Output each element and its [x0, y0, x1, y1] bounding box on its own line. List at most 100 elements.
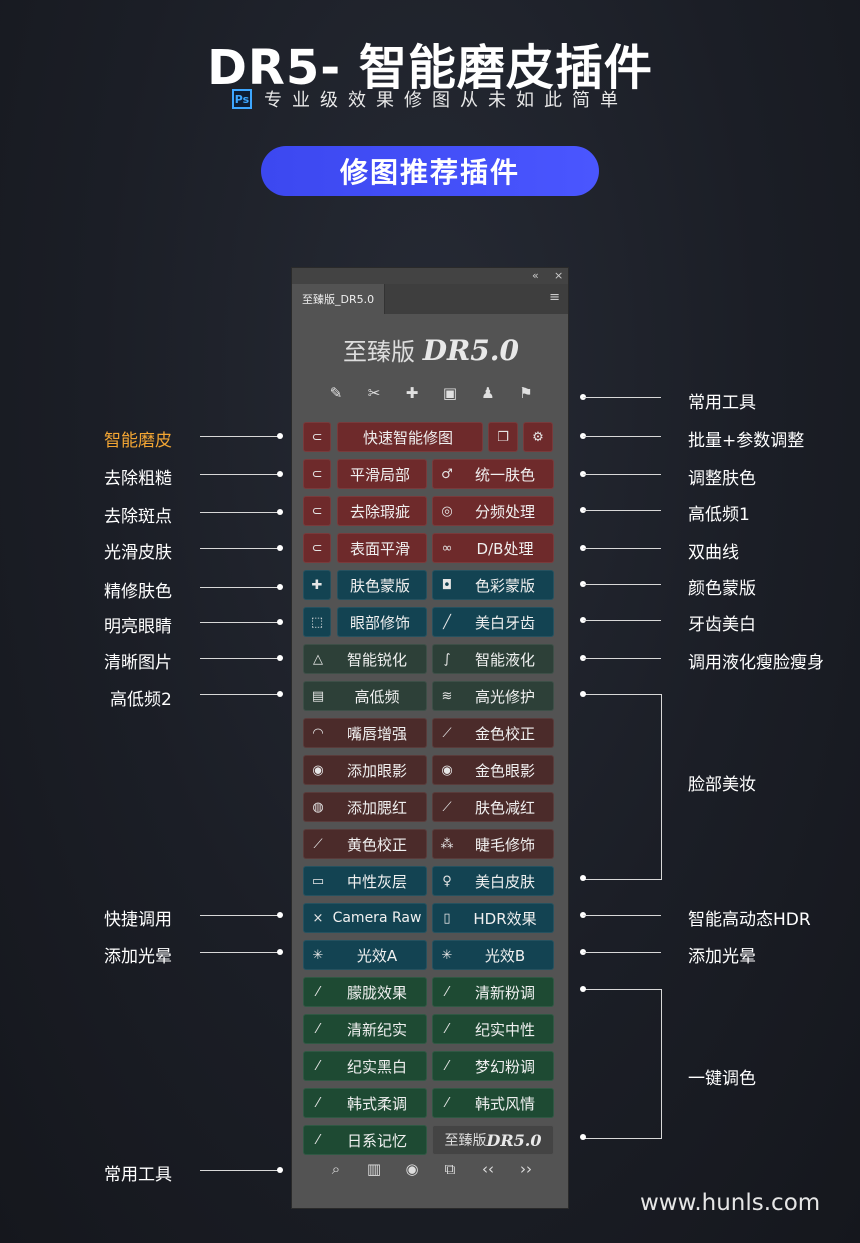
gold-correct-button[interactable]: ⟋金色校正: [432, 718, 554, 748]
remove-spots-button[interactable]: 去除瑕疵: [337, 496, 427, 526]
stamp-tool-icon[interactable]: ♟: [481, 384, 495, 402]
close-icon: ×: [312, 910, 324, 926]
grid-icon[interactable]: ▥: [366, 1160, 382, 1178]
pen-icon: ╱: [443, 614, 451, 630]
lasso-button-2[interactable]: ⊂: [303, 459, 331, 489]
face-makeup-bracket: [583, 694, 662, 880]
db-process-button[interactable]: ∞D/B处理: [432, 533, 554, 563]
doc-bw-button[interactable]: ⁄纪实黑白: [303, 1051, 427, 1081]
eyedropper-plus-button[interactable]: ✚: [303, 570, 331, 600]
unify-skin-button[interactable]: ♂统一肤色: [432, 459, 554, 489]
glow-a-button[interactable]: ✳光效A: [303, 940, 427, 970]
heal-tool-icon[interactable]: ✂: [367, 384, 381, 402]
lasso-button[interactable]: ⊂: [303, 422, 331, 452]
copy-icon[interactable]: ⧉: [444, 1160, 456, 1178]
connector-dot: [580, 986, 586, 992]
right-label-smart-hdr: 智能高动态HDR: [688, 910, 811, 930]
left-label-smart-skin: 智能磨皮: [104, 431, 172, 451]
lash-fix-button[interactable]: ⁂睫毛修饰: [432, 829, 554, 859]
hazy-button[interactable]: ⁄朦胧效果: [303, 977, 427, 1007]
lip-enhance-button[interactable]: ◠嘴唇增强: [303, 718, 427, 748]
about-logo-button[interactable]: 至臻版 DR5.0: [432, 1125, 554, 1155]
hdr-button[interactable]: ▯HDR效果: [432, 903, 554, 933]
skin-reduce-red-button[interactable]: ⟋肤色减红: [432, 792, 554, 822]
lasso-button-4[interactable]: ⊂: [303, 533, 331, 563]
fresh-pink-button[interactable]: ⁄清新粉调: [432, 977, 554, 1007]
wand-icon: ⁄: [445, 984, 449, 1000]
sharpen-button[interactable]: △智能锐化: [303, 644, 427, 674]
japanese-memory-button[interactable]: ⁄日系记忆: [303, 1125, 427, 1155]
settings-button[interactable]: ⚙: [523, 422, 553, 452]
skin-mask-button[interactable]: 肤色蒙版: [337, 570, 427, 600]
smooth-local-button[interactable]: 平滑局部: [337, 459, 427, 489]
wand-icon: ⁄: [316, 1095, 320, 1111]
wave-icon: ∫: [443, 651, 451, 667]
tone-bracket: [583, 989, 662, 1139]
logo-cn: 至臻版: [343, 338, 416, 366]
high-freq-button[interactable]: ▤高低频: [303, 681, 427, 711]
dream-pink-button[interactable]: ⁄梦幻粉调: [432, 1051, 554, 1081]
right-label-teeth-white: 牙齿美白: [688, 615, 756, 635]
prev-icon[interactable]: ‹‹: [482, 1160, 494, 1178]
lasso-button-3[interactable]: ⊂: [303, 496, 331, 526]
common-tools-row: ✎ ✂ ✚ ▣ ♟ ⚑: [292, 384, 570, 402]
right-label-high-low-freq1: 高低频1: [688, 505, 750, 525]
camera-icon: ◘: [441, 577, 453, 593]
lips-icon: ◠: [312, 725, 324, 741]
connector-line: [583, 952, 661, 953]
fresh-doc-button[interactable]: ⁄清新纪实: [303, 1014, 427, 1044]
select-box-button[interactable]: ⬚: [303, 607, 331, 637]
korean-style-button[interactable]: ⁄韩式风情: [432, 1088, 554, 1118]
connector-line: [583, 584, 661, 585]
smart-retouch-button[interactable]: 快速智能修图: [337, 422, 483, 452]
connector-dot: [277, 433, 283, 439]
sparkle-icon: ✳: [441, 947, 453, 963]
right-label-face-makeup: 脸部美妆: [688, 775, 756, 795]
left-label-bright-eyes: 明亮眼睛: [104, 617, 172, 637]
teeth-white-button[interactable]: ╱美白牙齿: [432, 607, 554, 637]
preview-icon[interactable]: ◉: [405, 1160, 419, 1178]
korean-soft-button[interactable]: ⁄韩式柔调: [303, 1088, 427, 1118]
doc-neutral-button[interactable]: ⁄纪实中性: [432, 1014, 554, 1044]
menu-icon[interactable]: ≡: [549, 290, 560, 305]
brush-tool-icon[interactable]: ✎: [329, 384, 343, 402]
panel-tab[interactable]: 至臻版_DR5.0: [292, 284, 386, 314]
batch-button[interactable]: ❐: [488, 422, 518, 452]
yellow-correct-button[interactable]: ⟋黄色校正: [303, 829, 427, 859]
wand-icon: ⁄: [316, 984, 320, 1000]
glow-b-button[interactable]: ✳光效B: [432, 940, 554, 970]
eye-fix-button[interactable]: 眼部修饰: [337, 607, 427, 637]
gold-shadow-button[interactable]: ◉金色眼影: [432, 755, 554, 785]
main-title: DR5- 智能磨皮插件: [207, 40, 653, 96]
right-label-common-tools: 常用工具: [688, 393, 756, 413]
neutral-grey-button[interactable]: ▭中性灰层: [303, 866, 427, 896]
close-icon[interactable]: ×: [554, 269, 564, 282]
eye-shadow-button[interactable]: ◉添加眼影: [303, 755, 427, 785]
search-icon[interactable]: ⌕: [331, 1160, 341, 1178]
connector-dot: [277, 471, 283, 477]
connector-line: [200, 436, 280, 437]
camera-raw-button[interactable]: ×Camera Raw: [303, 903, 427, 933]
left-label-smooth-skin: 光滑皮肤: [104, 543, 172, 563]
connector-line: [200, 622, 280, 623]
stamp-x-tool-icon[interactable]: ⚑: [519, 384, 533, 402]
left-label-quick-call: 快捷调用: [104, 910, 172, 930]
eye-icon: ◉: [312, 762, 324, 778]
freq-sep-button[interactable]: ◎分频处理: [432, 496, 554, 526]
wand-icon: ⁄: [316, 1021, 320, 1037]
highlight-protect-button[interactable]: ≋高光修护: [432, 681, 554, 711]
liquify-button[interactable]: ∫智能液化: [432, 644, 554, 674]
subtitle-row: Ps 专业级效果修图从未如此简单: [0, 86, 860, 112]
blush-button[interactable]: ◍添加腮红: [303, 792, 427, 822]
surface-smooth-button[interactable]: 表面平滑: [337, 533, 427, 563]
whiten-skin-button[interactable]: ♀美白皮肤: [432, 866, 554, 896]
blush-icon: ◍: [312, 799, 324, 815]
left-label-common-tools: 常用工具: [104, 1165, 172, 1185]
bandage-tool-icon[interactable]: ✚: [405, 384, 419, 402]
chip-tool-icon[interactable]: ▣: [442, 384, 458, 402]
connector-line: [583, 510, 661, 511]
color-mask-button[interactable]: ◘色彩蒙版: [432, 570, 554, 600]
next-icon[interactable]: ››: [520, 1160, 532, 1178]
collapse-icon[interactable]: «: [532, 269, 539, 282]
lasso-icon: ⊂: [311, 466, 323, 482]
